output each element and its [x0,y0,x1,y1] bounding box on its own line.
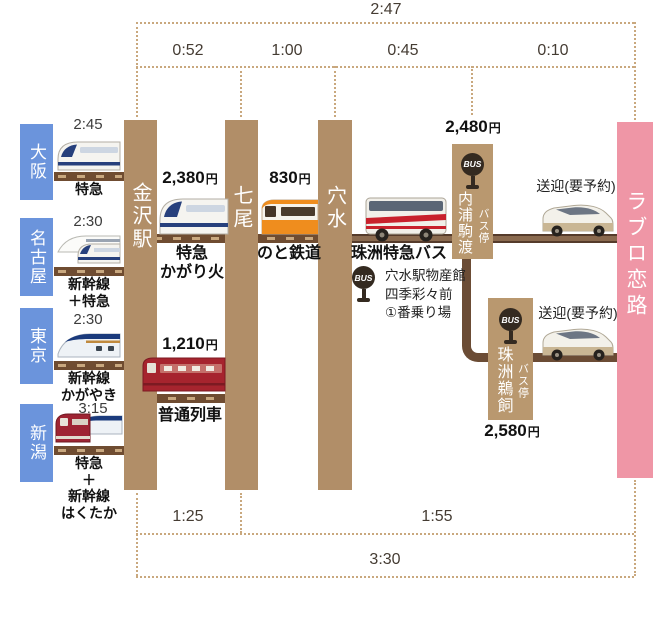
bus-stop-label-suzu: 珠洲鵜飼 [494,346,512,414]
van-icon-upper [540,197,616,237]
bracket-top-segments-line [136,66,634,68]
origin-box-niigata: 新潟 [20,404,53,482]
station-bar-anamizu: 穴水 [318,120,352,490]
duration-nanao-destination: 1:55 [421,508,453,525]
duration-anamizu-uchiura: 0:45 [387,42,419,59]
origin-box-osaka: 大阪 [20,124,53,200]
bus-sign-base [466,184,479,189]
bus-stop-icon-boarding: BUS [352,266,375,302]
method-label-niigata: 特急 ＋ 新幹線 はくたか [61,455,117,521]
train-icon-local [140,352,228,395]
origin-label-nagoya: 名古屋 [27,228,46,286]
rail-track-kagaribi [150,234,236,243]
station-label-nanao: 七尾 [230,185,252,231]
bracket-bottom-segments-line [136,533,634,535]
origin-box-tokyo: 東京 [20,308,53,384]
station-bar-kanazawa: 金沢駅 [124,120,157,490]
yen-unit: 円 [527,425,540,439]
train-icon-shinkansen-express-nagoya [56,228,122,266]
duration-nanao-anamizu: 1:00 [271,42,303,59]
travel-time-tokyo: 2:30 [73,311,103,328]
bus-stop-bar-suzu: BUS 珠洲鵜飼 バス停 [488,298,533,420]
duration-kanazawa-nanao-local: 1:25 [172,508,204,525]
bus-stop-icon-uchiura: BUS [461,152,484,189]
bus-sign-pole [508,331,513,340]
duration-total-bottom: 3:30 [369,551,401,568]
bus-icon-suzu-express [364,193,448,243]
travel-time-niigata: 3:15 [78,400,108,417]
bracket-tick-nanao-bottom [240,493,242,533]
travel-time-nagoya: 2:30 [73,213,103,230]
bus-stop-icon-suzu: BUS [499,308,522,344]
station-label-anamizu: 穴水 [323,185,346,231]
origin-label-tokyo: 東京 [27,327,46,365]
method-label-osaka: 特急 [75,181,103,197]
origin-label-niigata: 新潟 [27,424,46,462]
fare-noto: 830円 [269,168,311,187]
train-icon-express-shinkansen-niigata [54,406,124,446]
travel-time-osaka: 2:45 [73,116,103,133]
bus-sign: BUS [352,266,375,289]
yen-unit: 円 [298,172,311,186]
bus-stop-label-uchiura: 内浦駒渡 [456,190,473,255]
bus-sign: BUS [499,308,522,331]
bracket-tick-anamizu-top [334,66,336,117]
bracket-tick-uchiura-top [471,66,473,115]
leg-label-kagaribi: 特急 かがり火 [159,245,225,281]
bus-stop-type-uchiura: バス停 [477,207,489,244]
duration-kanazawa-nanao: 0:52 [172,42,204,59]
bus-stop-type-suzu: バス停 [516,363,529,399]
bracket-tick-destination-bottom [634,480,636,576]
rail-track-osaka [54,172,126,181]
bracket-tick-nanao-top [240,66,242,117]
destination-label: ラブロ恋路 [624,190,647,320]
yen-unit: 円 [205,172,218,186]
train-icon-kagayaki-tokyo [56,326,122,362]
shuttle-label-upper: 送迎(要予約) [536,178,616,194]
leg-label-express-bus: 珠洲特急バス [350,245,448,262]
bracket-tick-destination-top [634,22,636,120]
bracket-tick-kanazawa-top [136,22,138,117]
duration-uchiura-destination: 0:10 [537,42,569,59]
rail-track-niigata [54,446,126,455]
origin-box-nagoya: 名古屋 [20,218,53,296]
station-bar-nanao: 七尾 [225,120,258,490]
train-icon-kagaribi [157,192,231,238]
bracket-bottom-total-line [136,576,634,578]
bus-route-line-lower [462,255,617,362]
boarding-point-note: 穴水駅物産館 四季彩々前 ①番乗り場 [385,268,466,321]
van-icon-lower [540,321,616,361]
fare-suzu: 2,580円 [484,421,540,440]
fare-local: 1,210円 [162,334,218,353]
bracket-tick-kanazawa-bottom [136,493,138,576]
bracket-top-total-line [136,22,634,24]
fare-uchiura: 2,480円 [445,117,501,136]
rail-track-noto [244,234,326,243]
station-label-kanazawa: 金沢駅 [129,182,151,251]
fare-kagaribi: 2,380円 [162,168,218,187]
method-label-nagoya: 新幹線 ＋特急 [68,276,110,309]
origin-label-osaka: 大阪 [27,143,46,181]
bus-sign-base [504,340,517,344]
train-icon-ltd-express-osaka [56,137,122,173]
destination-bar-lovero-koiji: ラブロ恋路 [617,122,653,478]
bus-sign-pole [470,175,475,185]
bus-stop-bar-uchiura: BUS 内浦駒渡 バス停 [452,144,493,259]
duration-total-top: 2:47 [370,1,402,18]
bus-sign-base [357,298,370,302]
yen-unit: 円 [205,338,218,352]
rail-track-local [126,394,230,403]
leg-label-noto: のと鉄道 [256,245,322,262]
train-icon-noto [259,194,321,238]
rail-track-tokyo [54,361,126,370]
leg-label-local: 普通列車 [157,407,223,424]
yen-unit: 円 [488,121,501,135]
method-label-tokyo: 新幹線 かがやき [61,370,117,403]
rail-track-nagoya [54,267,126,276]
shuttle-label-lower: 送迎(要予約) [538,305,618,321]
bus-sign-pole [361,289,366,298]
bus-sign: BUS [461,152,484,176]
